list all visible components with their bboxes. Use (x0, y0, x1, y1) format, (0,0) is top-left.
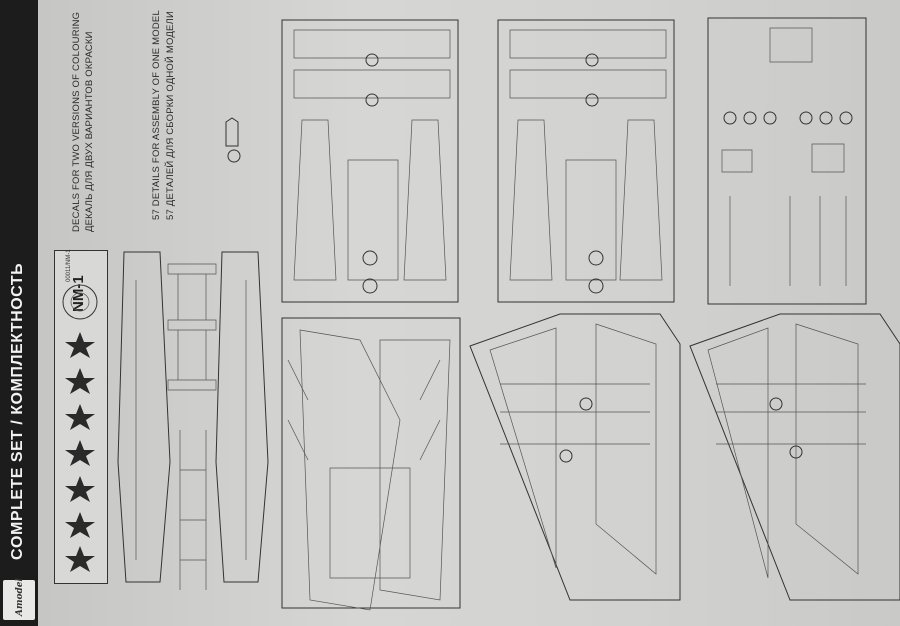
decal-stars (65, 332, 95, 572)
wing-panel-left (469, 313, 681, 601)
decal-roundel (62, 284, 98, 320)
part-31 (225, 117, 241, 163)
sprue-c (707, 17, 867, 305)
brand-logo: Amodel (3, 578, 35, 620)
section-sidebar: COMPLETE SET / КОМПЛЕКТНОСТЬ Amodel (0, 0, 38, 626)
sprue-a (281, 19, 459, 303)
wing-panel-right (689, 313, 900, 601)
sprue-b (497, 19, 675, 303)
wing-frame (281, 317, 461, 611)
fuselage-frame-left (117, 251, 269, 590)
